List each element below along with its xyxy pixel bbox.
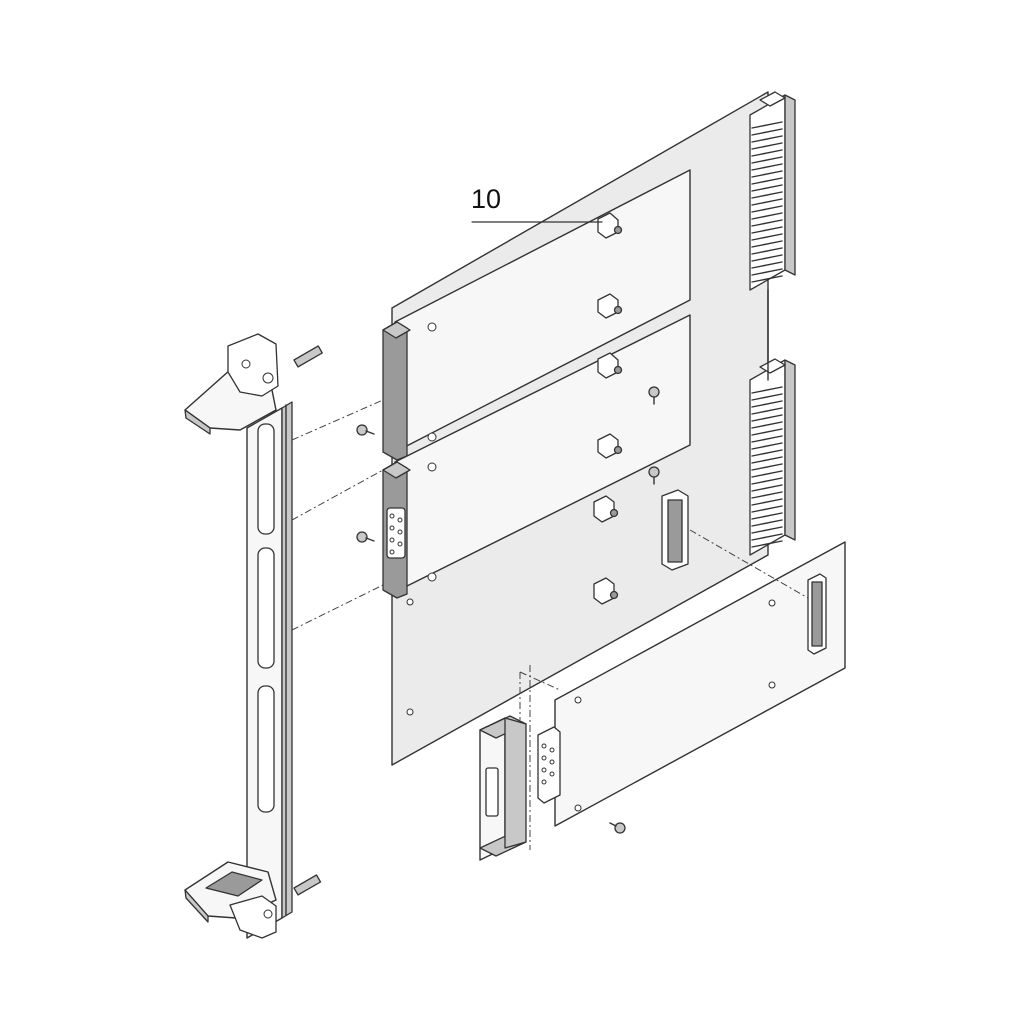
assembly-guide-lines xyxy=(291,399,809,850)
screw xyxy=(356,531,375,543)
front-panel xyxy=(184,333,323,939)
standoff xyxy=(597,352,623,379)
standoff xyxy=(597,212,623,239)
standoff xyxy=(597,293,623,319)
backplane-connector-bottom xyxy=(749,358,796,556)
faceplate-bracket xyxy=(479,715,527,861)
standoff xyxy=(593,577,619,605)
pmc-module-upper xyxy=(382,169,691,461)
pmc-module-lower xyxy=(382,314,691,599)
standoff xyxy=(597,433,623,459)
standoff xyxy=(593,495,619,523)
backplane-connector-top xyxy=(749,91,796,291)
screw xyxy=(648,466,660,485)
screw xyxy=(648,386,660,405)
side-card xyxy=(537,541,846,827)
screw xyxy=(356,424,375,436)
mezzanine-connector xyxy=(661,489,689,571)
screw xyxy=(609,822,626,834)
callout-label-10: 10 xyxy=(471,184,502,214)
